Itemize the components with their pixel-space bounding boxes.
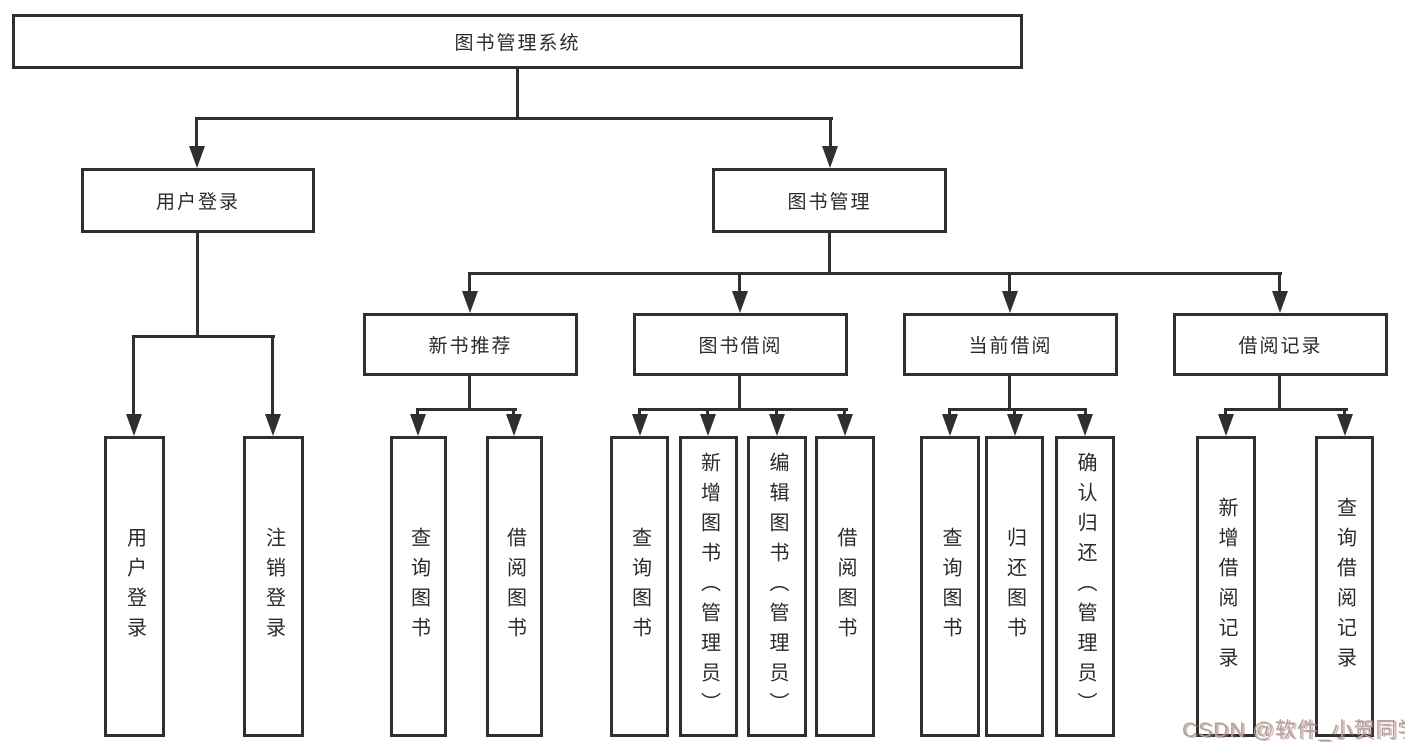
connector-level2-rail [195,117,833,120]
connector-book-borrow-rail [638,408,848,411]
arrowhead-nb-query [410,414,426,436]
leaf-cb-confirm-return-admin: 确认归还（管理员） [1055,436,1115,737]
arrowhead-bb-borrow [837,414,853,436]
connector-drop-cb-return [1013,408,1016,418]
connector-drop-cb-query [948,408,951,418]
connector-drop-current-borrow [1008,272,1011,294]
connector-new-books-stem [468,376,471,411]
connector-borrow-records-stem [1278,376,1281,411]
node-new-books: 新书推荐 [363,313,578,376]
node-borrow-records: 借阅记录 [1173,313,1388,376]
connector-drop-borrow-records [1278,272,1281,294]
connector-drop-nb-query [416,408,419,418]
connector-drop-br-add [1224,408,1227,418]
connector-drop-bb-borrow [843,408,846,418]
connector-drop-book-borrow [738,272,741,294]
arrowhead-book-mgmt [822,146,838,168]
leaf-bb-query-books: 查询图书 [610,436,669,737]
connector-current-borrow-stem [1008,376,1011,411]
arrowhead-book-borrow [732,291,748,313]
connector-borrow-records-rail [1224,408,1348,411]
csdn-watermark: CSDN @软件_小贺同学 [1182,719,1405,742]
leaf-bb-add-books-admin: 新增图书（管理员） [679,436,738,737]
arrowhead-leaf-user-login [126,414,142,436]
arrowhead-br-add [1218,414,1234,436]
node-user-login: 用户登录 [81,168,315,233]
arrowhead-cb-return [1007,414,1023,436]
arrowhead-current-borrow [1002,291,1018,313]
connector-drop-br-query [1343,408,1346,418]
connector-drop-bb-add [706,408,709,418]
leaf-bb-borrow-books: 借阅图书 [815,436,875,737]
connector-drop-leaf-user-login [132,335,135,416]
connector-drop-bb-edit [775,408,778,418]
node-book-borrow: 图书借阅 [633,313,848,376]
connector-drop-user-login [195,117,198,148]
node-current-borrow: 当前借阅 [903,313,1118,376]
arrowhead-leaf-logout [265,414,281,436]
connector-user-login-rail [132,335,275,338]
connector-drop-new-books [468,272,471,294]
connector-drop-nb-borrow [512,408,515,418]
connector-current-borrow-rail [948,408,1087,411]
leaf-cb-query-books: 查询图书 [920,436,980,737]
leaf-nb-borrow-books: 借阅图书 [486,436,543,737]
arrowhead-new-books [462,291,478,313]
connector-drop-bb-query [638,408,641,418]
connector-drop-book-mgmt [829,117,832,148]
leaf-cb-return-books: 归还图书 [985,436,1044,737]
arrowhead-bb-add [700,414,716,436]
node-book-mgmt: 图书管理 [712,168,947,233]
connector-user-login-stem [196,233,199,337]
node-root: 图书管理系统 [12,14,1023,69]
leaf-br-add-record: 新增借阅记录 [1196,436,1256,737]
arrowhead-br-query [1337,414,1353,436]
arrowhead-nb-borrow [506,414,522,436]
leaf-br-query-record: 查询借阅记录 [1315,436,1374,737]
connector-root-stem [516,69,519,118]
connector-drop-leaf-logout [271,335,274,416]
arrowhead-borrow-records [1272,291,1288,313]
connector-book-borrow-stem [738,376,741,411]
connector-new-books-rail [416,408,517,411]
leaf-user-login: 用户登录 [104,436,165,737]
leaf-logout: 注销登录 [243,436,304,737]
arrowhead-bb-edit [769,414,785,436]
arrowhead-user-login [189,146,205,168]
connector-level3-rail [468,272,1282,275]
leaf-bb-edit-books-admin: 编辑图书（管理员） [747,436,807,737]
arrowhead-cb-query [942,414,958,436]
connector-book-mgmt-stem [828,233,831,275]
connector-drop-cb-confirm [1084,408,1087,418]
arrowhead-cb-confirm [1077,414,1093,436]
leaf-nb-query-books: 查询图书 [390,436,447,737]
arrowhead-bb-query [632,414,648,436]
